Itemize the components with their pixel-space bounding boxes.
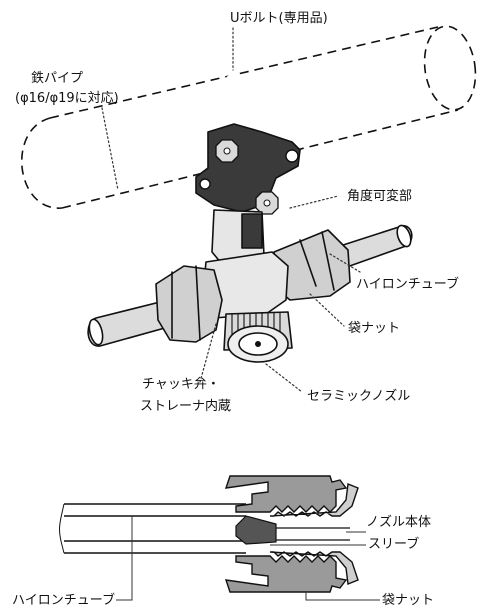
label-ceramic-nozzle: セラミックノズル: [307, 388, 410, 404]
label-u-bolt: Uボルト(専用品): [230, 11, 328, 26]
angle-adjust-joint: [211, 209, 265, 267]
section-cap-nut-upper: [224, 475, 348, 513]
left-cap-nut: [155, 265, 223, 343]
label-cap-nut-top: 袋ナット: [348, 321, 400, 336]
mount-bracket: [195, 123, 301, 215]
cross-section-illustration: [59, 475, 359, 593]
label-sleeve: スリーブ: [368, 536, 419, 552]
u-bolt: [222, 73, 246, 159]
label-iron-pipe: 鉄パイプ: [31, 71, 83, 86]
section-nozzle-body-upper: [269, 483, 359, 517]
label-cap-nut-bottom: 袋ナット: [382, 593, 434, 608]
top-labels: Uボルト(専用品) 鉄パイプ (φ16/φ19に対応) 角度可変部 ハイロンチュ…: [15, 11, 459, 414]
left-nylon-tube: [87, 299, 173, 347]
section-nylon-tube: [59, 503, 246, 554]
bottom-labels: ノズル本体 スリーブ ハイロンチューブ 袋ナット: [12, 514, 434, 608]
section-nozzle-body-lower: [269, 551, 359, 585]
label-nylon-tube-bottom: ハイロンチューブ: [12, 592, 115, 608]
top-assembly-illustration: [20, 25, 477, 363]
label-nylon-tube-top: ハイロンチューブ: [356, 276, 459, 292]
ceramic-nozzle: [223, 311, 293, 363]
right-nylon-tube: [339, 224, 413, 269]
label-check-valve: チャッキ弁・: [142, 377, 220, 392]
label-iron-pipe-sizes: (φ16/φ19に対応): [15, 91, 119, 106]
section-sleeve: [235, 515, 277, 545]
bottom-leader-lines: [116, 516, 380, 601]
label-nozzle-body: ノズル本体: [366, 514, 431, 530]
label-strainer: ストレーナ内蔵: [140, 398, 231, 414]
label-angle-adjust: 角度可変部: [347, 188, 412, 204]
top-leader-lines: [101, 27, 361, 393]
section-cap-nut-lower: [224, 555, 348, 593]
